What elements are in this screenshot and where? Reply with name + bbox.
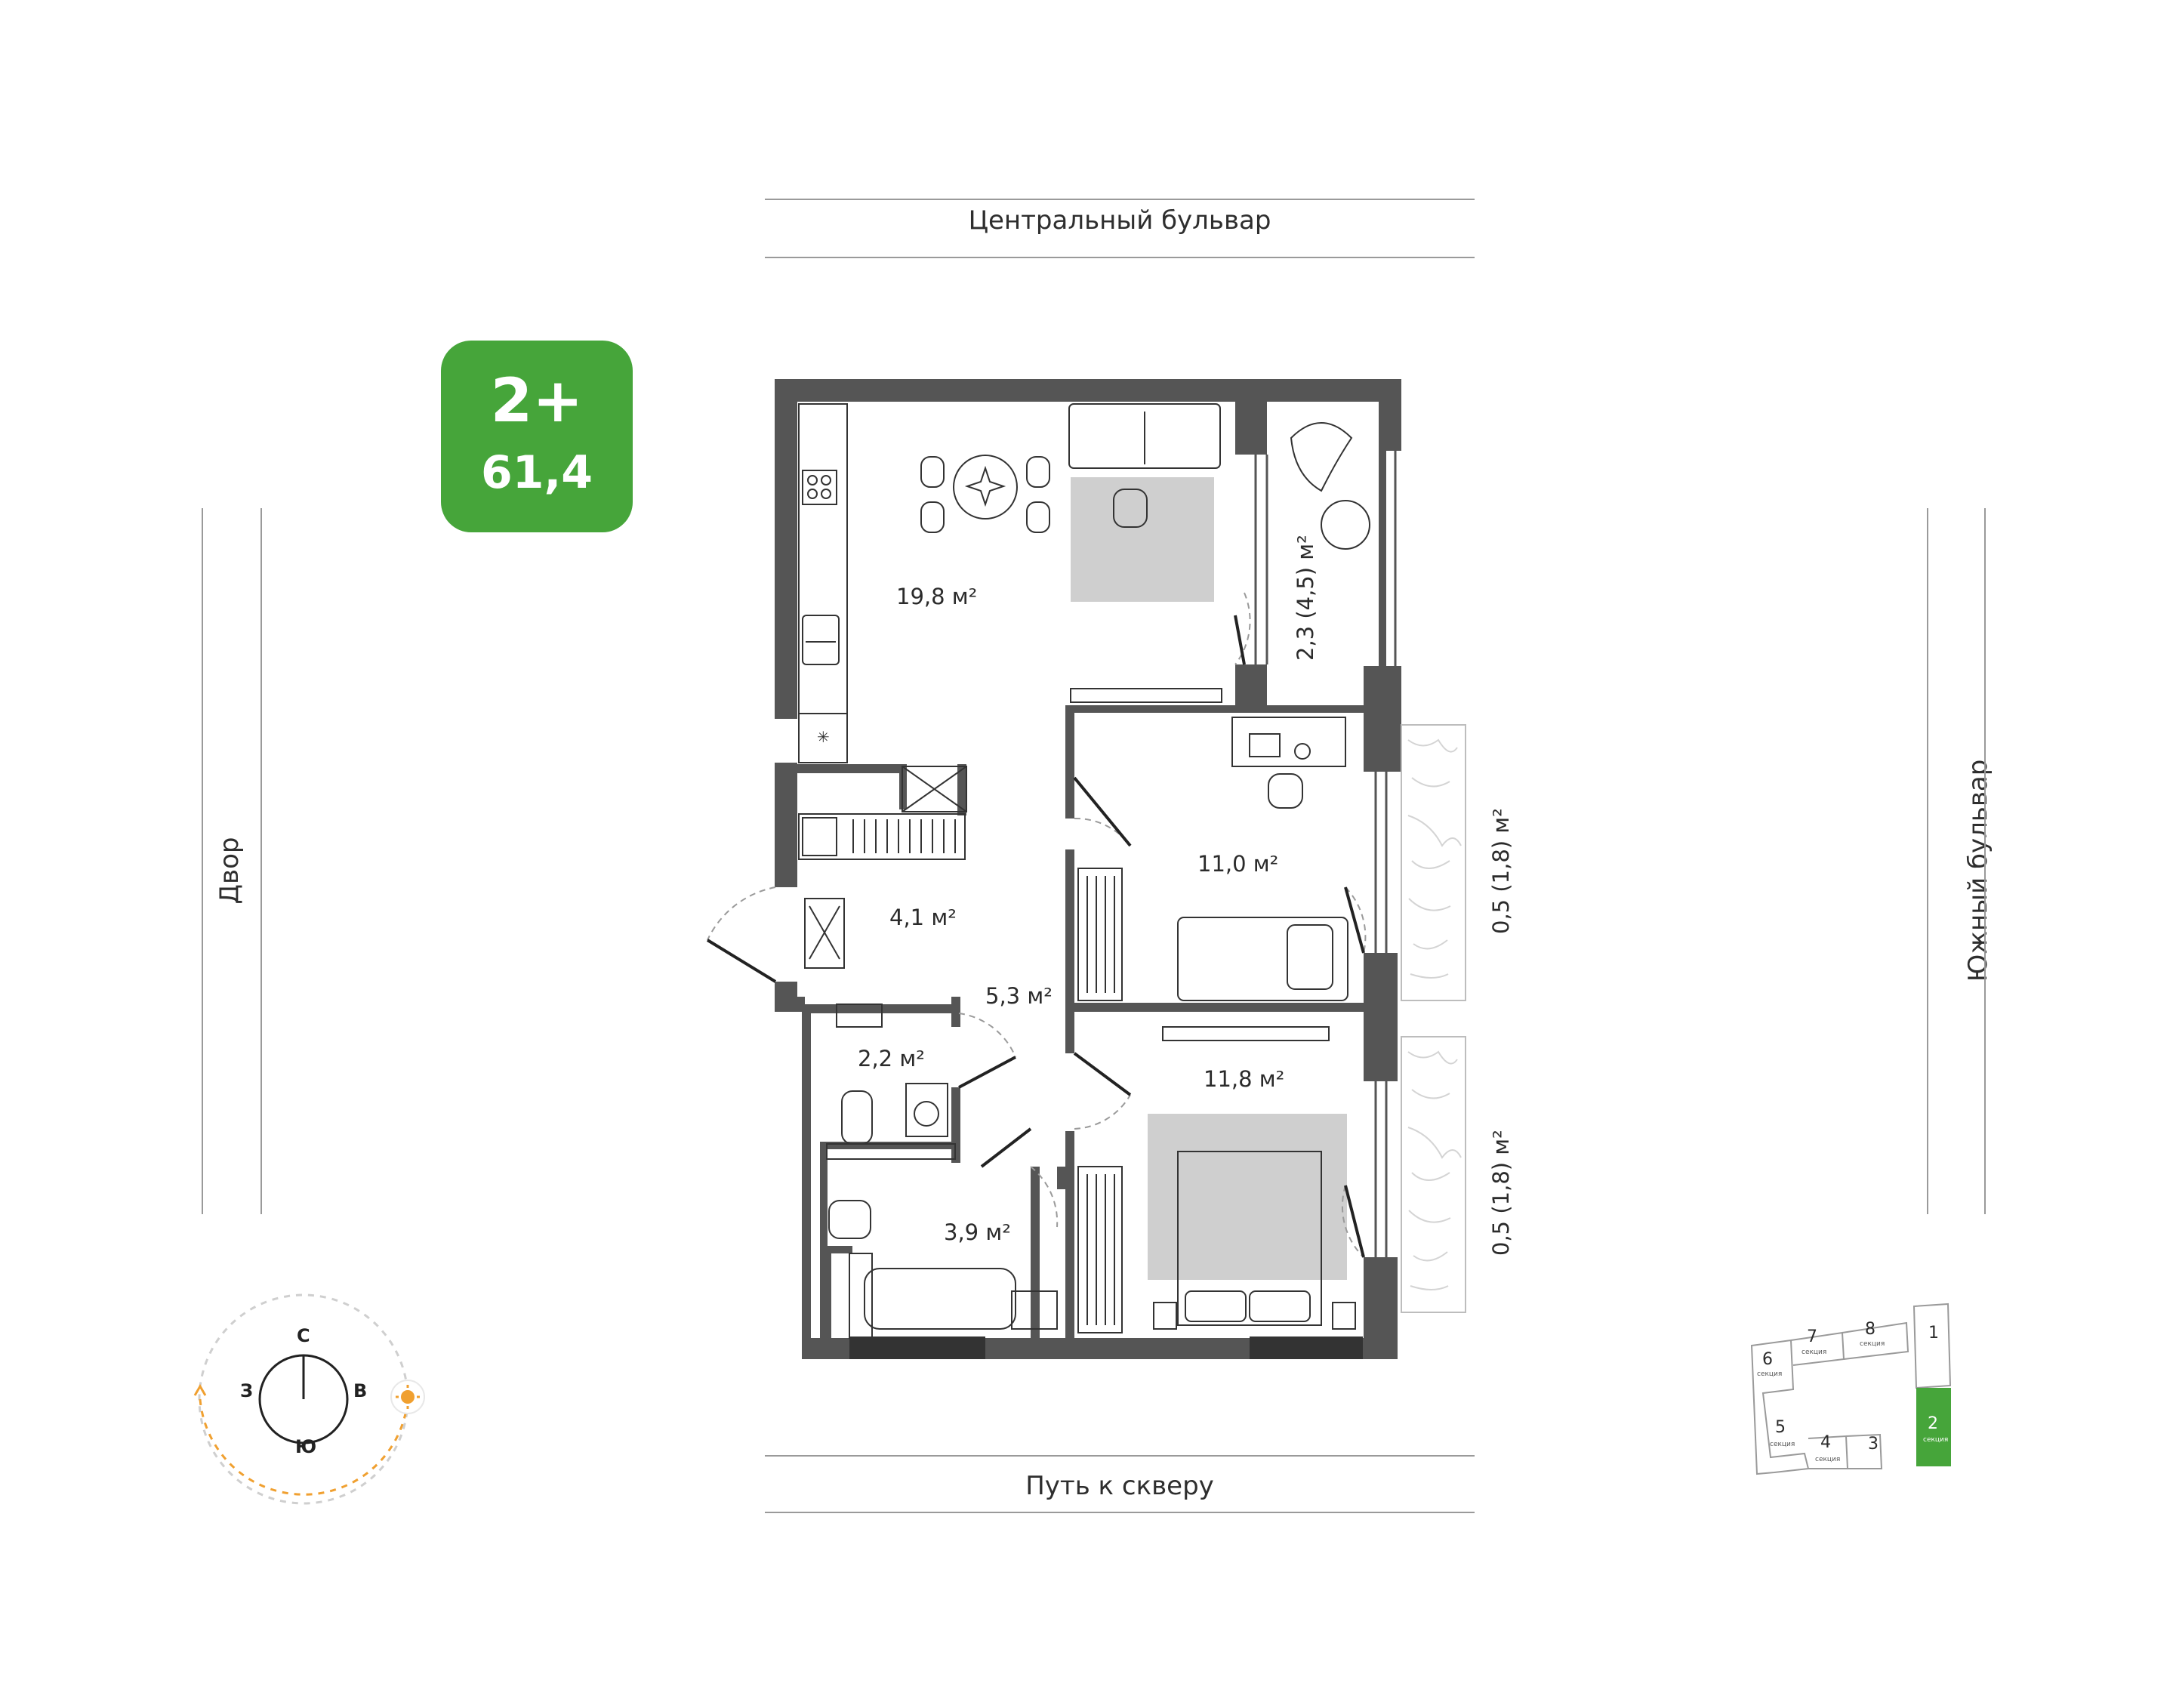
section-2: 2 xyxy=(1928,1414,1938,1433)
window-frames xyxy=(1254,451,1397,1257)
room-hall-area: 4,1 м² xyxy=(889,905,957,930)
room-kitchen-living-area: 19,8 м² xyxy=(896,584,978,609)
section-1: 1 xyxy=(1928,1324,1939,1343)
compass-east: В xyxy=(353,1380,368,1401)
rooms-count: 2+ xyxy=(490,365,584,436)
svg-text:✳: ✳ xyxy=(817,728,830,746)
room-balcony-2-area: 0,5 (1,8) м² xyxy=(1488,1130,1514,1256)
compass-south: Ю xyxy=(295,1436,317,1457)
room-bedroom-small-area: 11,0 м² xyxy=(1197,851,1279,877)
room-wc-area: 2,2 м² xyxy=(858,1046,925,1071)
section-5-sub: секция xyxy=(1770,1441,1795,1448)
bedroom-large-furniture xyxy=(1077,1026,1356,1333)
room-loggia-top-area: 2,3 (4,5) м² xyxy=(1293,535,1318,661)
section-5: 5 xyxy=(1775,1418,1786,1437)
sections-map xyxy=(1750,1303,1952,1475)
section-4-sub: секция xyxy=(1815,1456,1841,1463)
room-balcony-1-area: 0,5 (1,8) м² xyxy=(1488,808,1514,934)
room-bathroom-area: 3,9 м² xyxy=(944,1219,1011,1245)
apartment-badge: 2+ 61,4 xyxy=(441,341,633,532)
sofa xyxy=(1068,403,1221,528)
section-6: 6 xyxy=(1762,1350,1773,1369)
street-bottom-label: Путь к скверу xyxy=(1025,1471,1214,1501)
compass-west: З xyxy=(240,1380,254,1401)
room-bedroom-large-area: 11,8 м² xyxy=(1204,1066,1285,1092)
section-3: 3 xyxy=(1868,1435,1879,1454)
compass-north: С xyxy=(297,1325,310,1346)
section-8: 8 xyxy=(1865,1320,1875,1339)
total-area: 61,4 xyxy=(480,446,593,499)
active-section xyxy=(1916,1388,1951,1466)
balcony-pattern xyxy=(1407,738,1462,1290)
doors xyxy=(706,615,1365,1258)
sanitary-fixtures xyxy=(826,1004,1058,1339)
section-4: 4 xyxy=(1820,1433,1831,1452)
section-7-sub: секция xyxy=(1802,1349,1827,1356)
street-lines xyxy=(202,199,1986,1513)
street-top-label: Центральный бульвар xyxy=(968,205,1271,236)
section-8-sub: секция xyxy=(1860,1340,1885,1348)
kitchen-counter: ✳ xyxy=(798,403,848,763)
loggia-chair xyxy=(1290,422,1370,550)
section-7: 7 xyxy=(1807,1327,1817,1346)
section-2-sub: секция xyxy=(1923,1436,1949,1444)
tv-stand xyxy=(1070,688,1222,703)
hall-storage xyxy=(798,766,967,969)
dining-table xyxy=(920,455,1050,533)
room-corridor-area: 5,3 м² xyxy=(985,983,1053,1009)
compass xyxy=(193,1293,425,1505)
rugs xyxy=(1071,477,1347,1280)
section-6-sub: секция xyxy=(1757,1370,1783,1378)
bedroom-small-furniture xyxy=(1077,717,1348,1001)
balcony-outlines xyxy=(1401,724,1466,1313)
